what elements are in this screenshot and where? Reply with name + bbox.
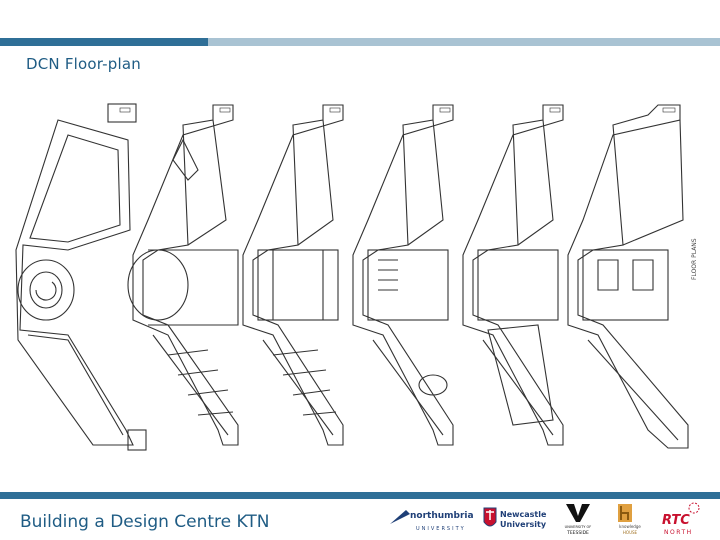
svg-text:Newcastle: Newcastle xyxy=(500,510,547,519)
floor-plan-level-6 xyxy=(567,104,689,449)
floor-plan-drawing: FLOOR PLANS xyxy=(8,100,714,472)
svg-text:RTC: RTC xyxy=(662,513,690,528)
knowledge-house-logo: knowledge HOUSE xyxy=(612,502,648,536)
floor-plan-level-5 xyxy=(462,104,564,446)
svg-text:NORTH: NORTH xyxy=(664,529,693,536)
teesside-logo: UNIVERSITY OF TEESSIDE xyxy=(558,502,598,536)
header-accent-bar-dark xyxy=(0,38,208,46)
newcastle-logo: Newcastle University xyxy=(482,502,552,536)
svg-text:HOUSE: HOUSE xyxy=(623,530,638,535)
floor-plan-level-3 xyxy=(242,104,344,446)
svg-text:northumbria: northumbria xyxy=(410,511,474,521)
floor-plan-level-1 xyxy=(15,103,147,451)
northumbria-logo: northumbria UNIVERSITY xyxy=(388,502,478,536)
floor-plan-level-4 xyxy=(352,104,454,446)
footer-accent-bar xyxy=(0,492,720,499)
header-accent-bar-light xyxy=(208,38,720,46)
svg-text:UNIVERSITY: UNIVERSITY xyxy=(416,526,466,532)
floor-plan-side-caption: FLOOR PLANS xyxy=(691,238,698,280)
svg-text:knowledge: knowledge xyxy=(619,524,641,529)
svg-text:TEESSIDE: TEESSIDE xyxy=(566,530,589,536)
slide-title: DCN Floor-plan xyxy=(26,55,141,73)
rtc-north-logo: RTC NORTH xyxy=(656,502,710,536)
svg-text:University: University xyxy=(500,520,547,529)
floor-plan-level-2 xyxy=(127,104,239,446)
footer-text: Building a Design Centre KTN xyxy=(20,512,270,532)
svg-text:UNIVERSITY OF: UNIVERSITY OF xyxy=(565,525,592,529)
